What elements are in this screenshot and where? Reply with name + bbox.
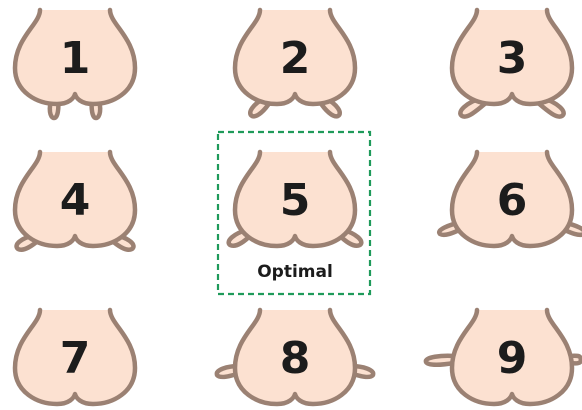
figure-3: 3 [449, 7, 575, 119]
figure-4-body [12, 149, 138, 249]
figure-5-body [232, 149, 358, 249]
figure-9: 9 [423, 307, 582, 407]
figure-8-body [232, 307, 358, 407]
figure-4-number: 4 [60, 175, 91, 226]
figure-1-body [12, 7, 138, 107]
figure-6-body [449, 149, 575, 249]
figure-3-body [449, 7, 575, 107]
figure-3-number: 3 [497, 33, 528, 84]
figure-5: 5 [226, 149, 364, 249]
figure-7-body [12, 307, 138, 407]
figure-9-left-foot [423, 353, 458, 367]
figure-2-number: 2 [280, 33, 311, 84]
figure-8: 8 [214, 307, 376, 407]
figure-2: 2 [232, 7, 358, 119]
figure-8-number: 8 [280, 333, 311, 384]
figure-6: 6 [436, 149, 582, 249]
figure-9-body [449, 307, 575, 407]
optimal-caption: Optimal [257, 262, 333, 282]
optimal-highlight-box [216, 130, 372, 296]
figure-2-body [232, 7, 358, 107]
figure-7-number: 7 [60, 333, 91, 384]
figure-7: 7 [12, 307, 138, 407]
figure-1: 1 [12, 7, 138, 121]
figure-5-number: 5 [280, 175, 311, 226]
figure-4: 4 [12, 149, 138, 252]
figure-1-number: 1 [60, 33, 91, 84]
figure-9-number: 9 [497, 333, 528, 384]
figure-6-number: 6 [497, 175, 528, 226]
